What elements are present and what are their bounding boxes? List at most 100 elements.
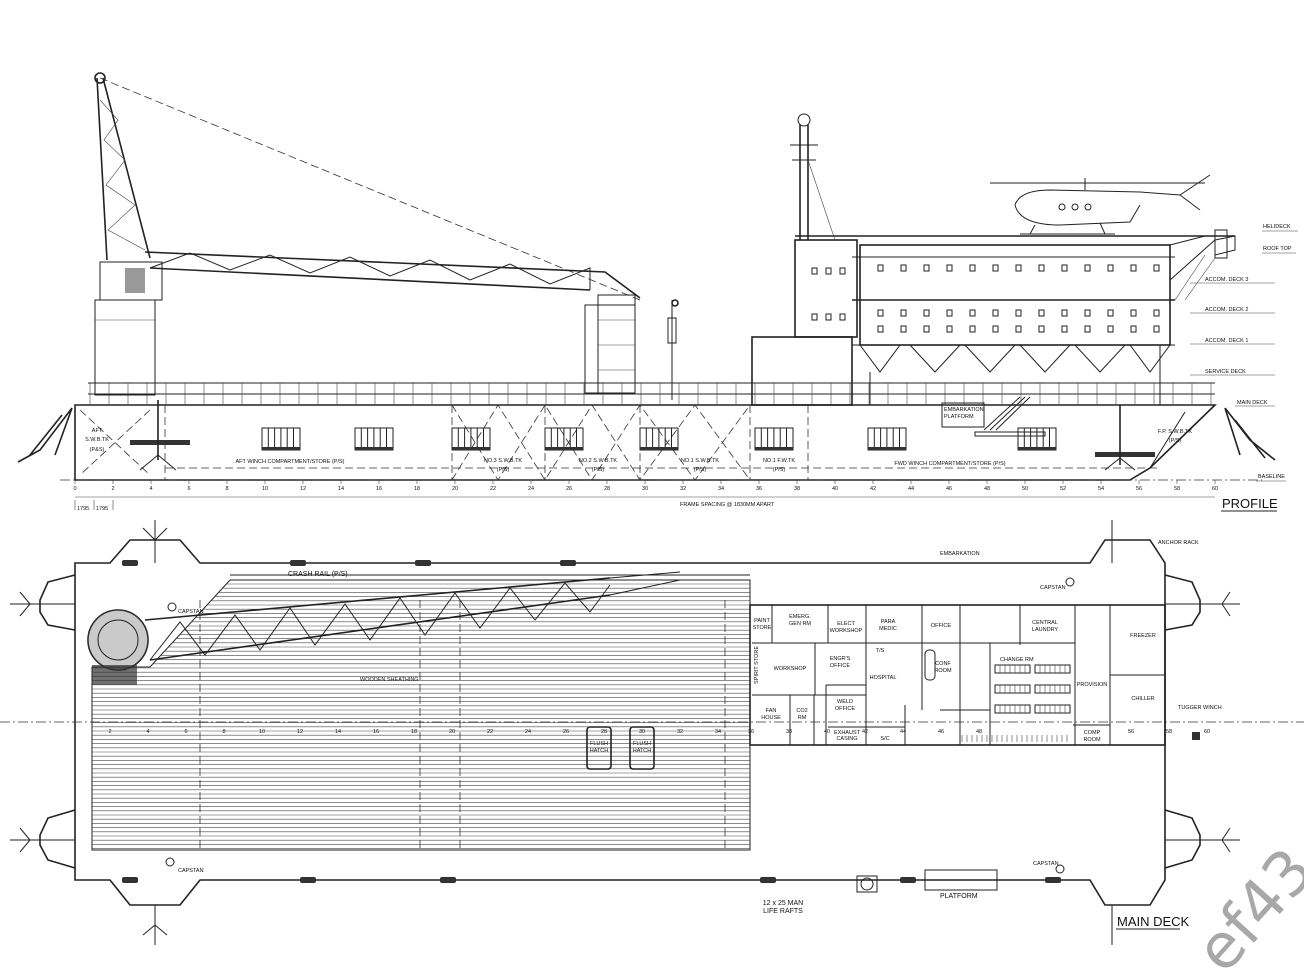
main-deck-title: MAIN DECK [1117, 914, 1190, 929]
deck-rail [88, 382, 1215, 405]
deck-frame-number: 22 [487, 729, 493, 735]
superstructure [751, 113, 1236, 437]
locker-row [1034, 664, 1071, 674]
porthole [1084, 309, 1091, 317]
aft-tank-label: (P&S) [90, 447, 105, 453]
life-raft-icon [1045, 877, 1061, 883]
deck-frame-number: 34 [715, 729, 721, 735]
room-change: CHANGE RM [1000, 657, 1034, 663]
frame-number: 0 [73, 486, 76, 492]
frame-number: 16 [376, 486, 382, 492]
frame-number: 4 [149, 486, 152, 492]
fore-peak-tank-label: F.P. S.W.B.TK [1158, 429, 1192, 435]
exhaust-casing: CASING [836, 736, 857, 742]
helicopter-icon [990, 174, 1211, 235]
accommodation-frame-number: 48 [976, 729, 982, 735]
room-sc: S/C [880, 736, 889, 742]
life-raft-icon [415, 560, 431, 566]
frame-number: 38 [794, 486, 800, 492]
room-co2: CO2 [796, 708, 807, 714]
porthole [1130, 325, 1137, 333]
porthole [1153, 325, 1160, 333]
room-para-medic: PARA [881, 619, 896, 625]
tugger-winch-icon [1192, 732, 1200, 740]
room-spirit-store: SPIRIT STORE [754, 646, 760, 684]
room-elect-workshop: ELECT [837, 621, 855, 627]
watermark: ef43 [1181, 834, 1304, 978]
life-rafts-label: 12 x 25 MAN [763, 900, 803, 907]
deck-frame-number: 32 [677, 729, 683, 735]
room-central-laundry: CENTRAL [1032, 620, 1058, 626]
deck-frame-number: 14 [335, 729, 341, 735]
porthole [923, 325, 930, 333]
frame-number: 36 [756, 486, 762, 492]
no1-tank-label: NO.1 S.W.B.TK [681, 458, 720, 464]
porthole [1153, 264, 1160, 272]
crane-plan [87, 571, 681, 685]
fwd-anchor-arm [1224, 407, 1276, 461]
porthole [1084, 325, 1091, 333]
room-provision: PROVISION [1077, 682, 1108, 688]
room-paint-store: PAINT [754, 618, 770, 624]
hull-vent-grilles [261, 427, 1057, 451]
accommodation-plan [749, 604, 1166, 746]
deck-frame-number: 24 [525, 729, 531, 735]
porthole [1130, 264, 1137, 272]
porthole [877, 309, 884, 317]
porthole [1038, 325, 1045, 333]
room-central-laundry: LAUNDRY [1032, 627, 1059, 633]
frame-number: 2 [111, 486, 114, 492]
flush-hatch-label: HATCH [633, 748, 652, 754]
deck-frame-number: 20 [449, 729, 455, 735]
wooden-sheathing-label: WOODEN SHEATHING [360, 677, 419, 683]
room-fan-house: HOUSE [761, 715, 781, 721]
frame-number: 14 [338, 486, 344, 492]
fwd-winch [1095, 405, 1155, 471]
capstan-icon [1065, 577, 1075, 587]
deck-label-roof-top: ROOF TOP [1263, 246, 1292, 252]
porthole [946, 325, 953, 333]
life-raft-icon [760, 877, 776, 883]
wooden-sheathing-deck [91, 579, 751, 851]
deck-frame-number: 2 [108, 729, 111, 735]
room-fan-house: FAN [766, 708, 777, 714]
room-weld-office: WELD [837, 699, 853, 705]
embarkation-platform [924, 869, 998, 891]
room-toilet-shower: T/S [876, 648, 885, 654]
room-freezer: FREEZER [1130, 633, 1156, 639]
frame-number: 6 [187, 486, 190, 492]
flush-hatch-label: FLUSH [590, 741, 608, 747]
life-raft-icon [900, 877, 916, 883]
deck-label-accom-3: ACCOM. DECK 3 [1205, 277, 1248, 283]
room-workshop: WORKSHOP [774, 666, 807, 672]
aft-tank-label: S.W.B.TK [85, 437, 109, 443]
frame-number: 32 [680, 486, 686, 492]
deck-frame-number: 8 [222, 729, 225, 735]
porthole [946, 309, 953, 317]
frame-number: 34 [718, 486, 724, 492]
frame-number: 18 [414, 486, 420, 492]
flush-hatch [629, 726, 655, 770]
life-raft-icon [290, 560, 306, 566]
flush-hatch [586, 726, 612, 770]
porthole [1015, 325, 1022, 333]
deck-frame-number: 28 [601, 729, 607, 735]
deck-label-main: MAIN DECK [1237, 400, 1268, 406]
room-engineers-office: OFFICE [830, 663, 850, 669]
room-weld-office: OFFICE [835, 706, 855, 712]
no2-tank-side: (P/S) [592, 467, 605, 473]
room-emergency-generator: GEN RM [789, 621, 811, 627]
room-conference: ROOM [934, 668, 952, 674]
flush-hatch-label: HATCH [590, 748, 609, 754]
room-co2: RM [798, 715, 807, 721]
accommodation-frame-number: 36 [748, 729, 754, 735]
locker-row [994, 684, 1031, 694]
capstan-label: CAPSTAN [178, 868, 204, 874]
deck-frame-number: 6 [184, 729, 187, 735]
deck-frame-number: 30 [639, 729, 645, 735]
porthole [923, 264, 930, 272]
deck-label-helideck: HELIDECK [1263, 224, 1291, 230]
